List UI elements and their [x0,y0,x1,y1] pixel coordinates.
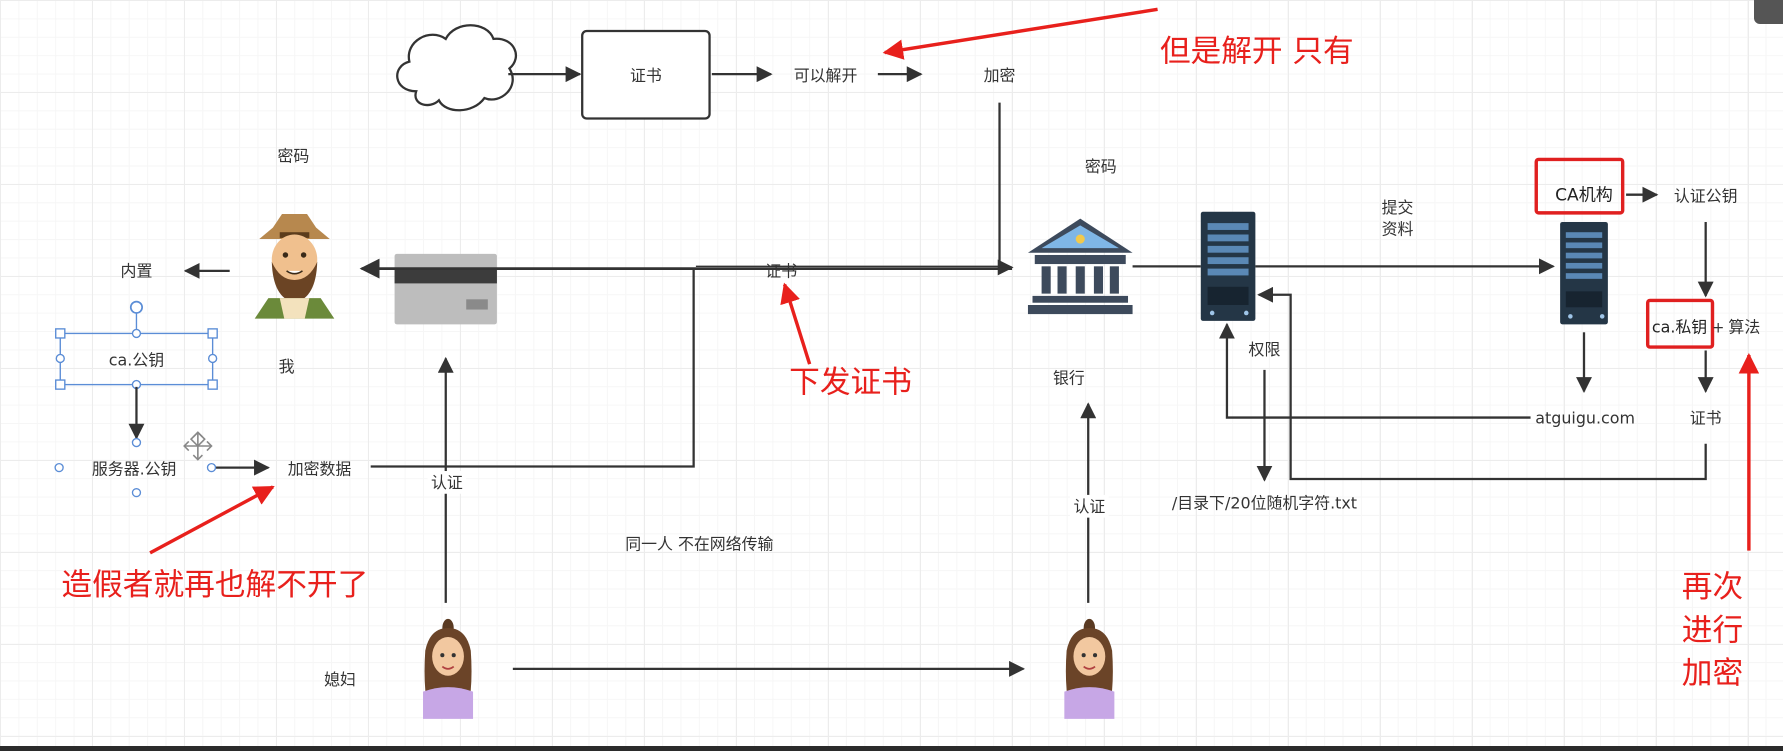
server-icon[interactable] [1200,211,1256,321]
red-annotation-arrow-top [882,7,1158,60]
annotation-but-only: 但是解开 只有 [1160,35,1354,70]
bank-card-icon[interactable] [394,253,497,325]
woman-avatar-icon[interactable] [1064,618,1115,719]
ca-privkey-label[interactable]: ca.私钥 [1652,317,1707,336]
submit-line1: 提交 [1382,198,1414,217]
farmer-avatar-icon[interactable] [254,214,335,319]
auth-right-label-bg [1070,494,1109,518]
selection-handle-left[interactable] [54,462,64,473]
auth-right-label: 认证 [1073,497,1105,516]
auth-pubkey-label: 认证公钥 [1674,187,1738,206]
cert-right-label: 证书 [1690,408,1722,427]
annotation-again-line3: 加密 [1682,657,1743,692]
bank-building-icon[interactable] [1027,218,1133,315]
ca-privkey-highlight [1645,298,1715,349]
cert-mid-label: 证书 [765,262,797,281]
plus-label: + [1712,319,1724,336]
cert-box[interactable] [581,29,711,120]
annotation-again-line2: 进行 [1682,613,1743,648]
auth-left-label: 认证 [431,473,463,492]
bank-label: 银行 [1053,368,1085,387]
expand-corner-button[interactable] [1754,0,1783,24]
red-annotation-arrow-left [149,485,275,555]
directory-label: /目录下/20位随机字符.txt [1172,494,1357,513]
move-handle-icon[interactable] [183,431,213,461]
ca-pubkey-label: ca.公钥 [109,350,164,369]
ca-org-label[interactable]: CA机构 [1555,185,1613,205]
server-pubkey-label: 服务器.公钥 [92,459,177,478]
password-left-label: 密码 [277,147,309,166]
bottom-bar [0,746,1783,751]
password-bank-label: 密码 [1085,157,1117,176]
annotation-forger: 造假者就再也解不开了 [61,568,368,603]
annotation-again-line1: 再次 [1682,570,1743,605]
annotation-issue-cert: 下发证书 [789,366,912,401]
selection-handle-top[interactable] [131,437,142,448]
encrypt-down-connector [997,102,1014,276]
selection-handle-bottom[interactable] [131,487,142,498]
woman-avatar-icon[interactable] [423,618,474,719]
domain-label: atguigu.com [1535,408,1635,427]
server-icon[interactable] [1560,221,1608,325]
cloud-icon[interactable] [396,24,517,112]
wife-label: 媳妇 [324,670,356,689]
encrypted-data-label: 加密数据 [288,459,352,478]
same-person-label: 同一人 不在网络传输 [625,534,773,553]
algorithm-label: 算法 [1728,317,1760,336]
auth-left-label-bg [427,471,467,494]
domain-to-server-arrow [1218,322,1531,419]
red-annotation-arrow-mid [780,282,812,365]
encrypt-top-label: 加密 [984,66,1016,85]
builtin-label: 内置 [121,262,153,281]
selection-handle-right[interactable] [206,462,217,473]
can-decrypt-label: 可以解开 [794,66,858,85]
ca-pubkey-shape[interactable] [55,300,218,390]
cert-return-arrow [1257,286,1707,481]
permission-label: 权限 [1249,340,1281,359]
me-label: 我 [279,357,295,376]
submit-line2: 资料 [1382,219,1414,238]
ca-org-highlight [1534,157,1625,215]
cert-box-label: 证书 [630,66,662,85]
